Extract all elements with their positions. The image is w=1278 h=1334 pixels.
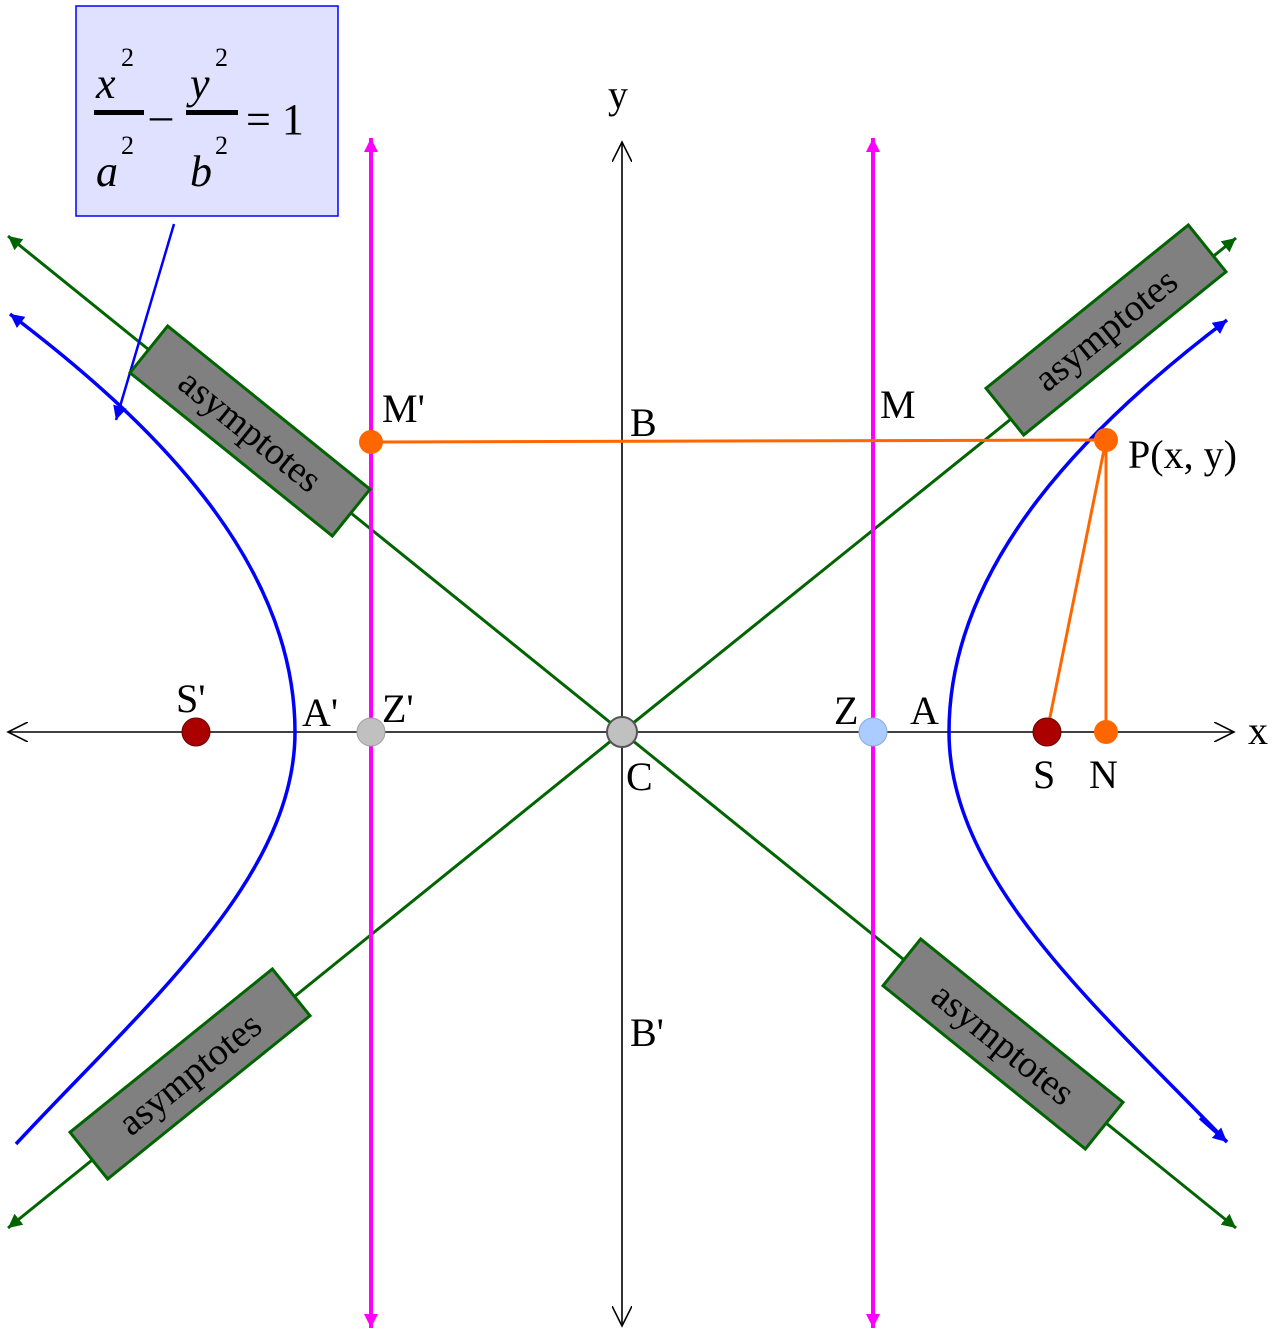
point-m-prime (359, 430, 383, 454)
hyperbola-right-branch (947, 318, 1229, 1144)
point-p (1094, 428, 1118, 452)
eq-b-exp: 2 (215, 131, 228, 160)
x-axis-label: x (1248, 708, 1268, 753)
label-c: C (626, 754, 653, 799)
asymptote-text: asymptotes (1026, 260, 1185, 400)
eq-y: y (186, 59, 210, 108)
asymptote-label-lower-right: asymptotes (880, 936, 1126, 1152)
hyperbola-left-branch (8, 312, 297, 1146)
line-mprime-p (370, 438, 1107, 444)
label-s: S (1033, 752, 1055, 797)
equation-box: x 2 a 2 – y 2 b 2 = 1 (75, 5, 339, 217)
label-a: A (910, 688, 939, 733)
equation-pointer (113, 223, 176, 421)
label-b: B (630, 400, 657, 445)
label-b-prime: B' (630, 1010, 664, 1055)
label-p: P(x, y) (1128, 432, 1237, 477)
eq-fraction-bar-2 (186, 110, 238, 115)
point-z-prime (356, 717, 386, 747)
line-p-s (1045, 439, 1108, 733)
y-axis-label: y (608, 72, 628, 117)
point-z (858, 717, 888, 747)
label-m-prime: M' (382, 386, 425, 431)
eq-x: x (95, 59, 116, 108)
eq-a-exp: 2 (121, 131, 134, 160)
eq-fraction-bar-1 (94, 110, 144, 115)
eq-b: b (190, 147, 212, 196)
eq-rhs: = 1 (246, 95, 304, 144)
point-n (1094, 720, 1118, 744)
asymptote-label-upper-right: asymptotes (983, 222, 1229, 438)
asymptote-label-upper-left: asymptotes (127, 323, 373, 539)
label-n: N (1089, 752, 1118, 797)
point-c (606, 716, 638, 748)
eq-a: a (96, 147, 118, 196)
label-m: M (880, 382, 916, 427)
label-z: Z (834, 688, 858, 733)
eq-x-exp: 2 (121, 43, 134, 72)
label-a-prime: A' (302, 690, 338, 735)
label-z-prime: Z' (382, 686, 414, 731)
point-s-prime (181, 717, 211, 747)
eq-minus: – (149, 91, 173, 140)
asymptote-text: asymptotes (923, 974, 1082, 1114)
asymptote-text: asymptotes (170, 361, 329, 501)
point-s (1032, 717, 1062, 747)
asymptote-label-lower-left: asymptotes (67, 966, 313, 1182)
hyperbola-right-branch-tail (1198, 1116, 1229, 1144)
eq-y-exp: 2 (215, 43, 228, 72)
label-s-prime: S' (176, 676, 205, 721)
asymptote-text: asymptotes (110, 1004, 269, 1144)
